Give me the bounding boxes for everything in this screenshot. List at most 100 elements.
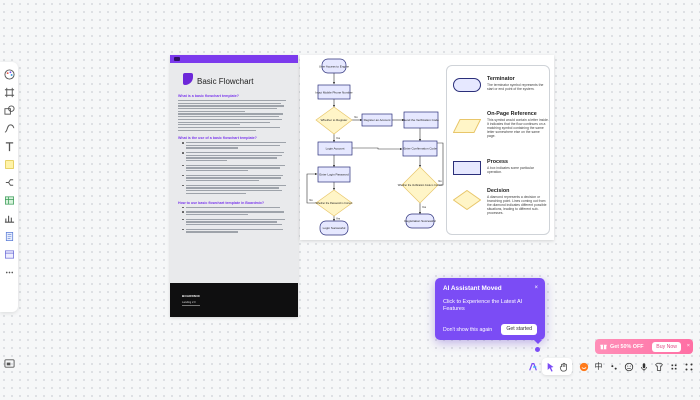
chart-icon[interactable] <box>3 212 15 224</box>
process-shape-icon <box>453 161 481 175</box>
dont-show-again-link[interactable]: Don't show this again <box>443 327 493 333</box>
login-success-terminator <box>319 220 349 236</box>
minimap-icon[interactable] <box>3 357 16 370</box>
node-label: Whether to Register <box>321 118 348 122</box>
footer-caption: Landing 2.0 <box>182 301 196 304</box>
legend-title: On-Page Reference <box>487 111 537 117</box>
edge-label-yes: Yes <box>422 205 427 209</box>
flow-nodes <box>315 58 439 236</box>
more-icon[interactable] <box>3 266 15 278</box>
tool-switcher <box>542 358 572 375</box>
gift-icon <box>600 343 607 350</box>
section-heading: How to use basic flowchart template in B… <box>178 200 265 205</box>
footer-brand: BOARDMIX <box>182 294 200 298</box>
edge-label-yes: Yes <box>336 217 341 221</box>
table-icon[interactable] <box>3 194 15 206</box>
promo-text: Get 50% OFF <box>610 343 644 350</box>
ai-assistant-icon[interactable] <box>527 361 538 372</box>
bullet-list <box>178 141 290 196</box>
get-started-button[interactable]: Get started <box>501 324 537 335</box>
mindmap-icon[interactable] <box>3 176 15 188</box>
promo-banner[interactable]: Get 50% OFF Buy Now × <box>595 339 693 354</box>
input-process <box>317 84 351 100</box>
legend-title: Process <box>487 159 508 165</box>
node-label: Send the Verification Code <box>403 118 439 122</box>
hand-icon[interactable] <box>558 361 569 372</box>
legend-description: A diamond represents a decision or branc… <box>487 195 547 216</box>
punctuation-icon[interactable] <box>608 361 619 372</box>
palette-icon[interactable] <box>3 68 15 80</box>
ai-assistant-popup: AI Assistant Moved × Click to Experience… <box>435 278 545 340</box>
start-terminator <box>321 58 347 74</box>
shape-icon[interactable] <box>3 104 15 116</box>
system-tray: 中 <box>578 361 694 372</box>
edge-label-no: No <box>309 198 313 202</box>
send-code-process <box>403 111 439 129</box>
document-header-bar <box>170 55 298 63</box>
ai-indicator-dot <box>535 347 540 352</box>
flowchart-diagram: User Access to Engine Input Mobile Phone… <box>306 58 444 236</box>
skin-icon[interactable] <box>653 361 664 372</box>
popup-body: Click to Experience the Latest AI Featur… <box>443 299 523 312</box>
buy-now-button[interactable]: Buy Now <box>652 341 681 352</box>
template-document[interactable]: Basic Flowchart What is a basic flowchar… <box>170 55 298 317</box>
brand-logo-icon <box>174 57 180 61</box>
enter-code-process <box>402 140 438 157</box>
emoji-icon[interactable] <box>623 361 634 372</box>
microphone-icon[interactable] <box>638 361 649 372</box>
legend-description: A box indicates some particular operatio… <box>487 166 534 175</box>
node-label: Enter Confirmation Code <box>403 147 436 151</box>
on-page-reference-shape-icon <box>453 119 481 133</box>
decision-shape-icon <box>453 190 481 210</box>
left-toolbar <box>0 62 18 312</box>
frame-icon[interactable] <box>3 86 15 98</box>
legend-item: Terminator The terminator symbol represe… <box>453 76 549 112</box>
terminator-shape-icon <box>453 78 481 92</box>
bullet-list <box>178 206 290 235</box>
decision-register <box>315 106 353 135</box>
document-icon[interactable] <box>3 230 15 242</box>
edge-label-yes: Yes <box>336 136 341 140</box>
node-label: Registration Successful <box>404 219 436 223</box>
flowchart-board[interactable]: User Access to Engine Input Mobile Phone… <box>300 55 554 240</box>
node-label: Login Account <box>326 147 345 151</box>
section-heading: What is a basic flowchart template? <box>178 94 239 98</box>
legend-item: Process A box indicates some particular … <box>453 159 549 195</box>
popup-title: AI Assistant Moved <box>443 285 502 292</box>
decision-password <box>315 189 353 217</box>
close-icon[interactable]: × <box>534 285 538 291</box>
node-label: User Access to Engine <box>319 65 350 69</box>
toolbox-icon[interactable] <box>668 361 679 372</box>
select-cursor-icon[interactable] <box>545 361 556 372</box>
registration-success-terminator <box>405 213 435 229</box>
node-label: Input Mobile Phone Number <box>315 91 352 95</box>
language-toggle[interactable]: 中 <box>594 362 603 371</box>
paragraph-block <box>178 100 290 131</box>
edge-label-no: No <box>354 115 358 119</box>
legend-title: Decision <box>487 188 510 194</box>
enter-password-process <box>317 166 351 183</box>
node-label: Login Successful <box>323 226 346 230</box>
node-label: Whether the Verification Code is Correct <box>398 184 443 187</box>
node-label: Whether the Password is Correct <box>316 202 353 205</box>
close-icon[interactable]: × <box>686 343 690 349</box>
input-method-icon[interactable] <box>578 361 589 372</box>
settings-grid-icon[interactable] <box>683 361 694 372</box>
edge-label-no: No <box>438 179 442 183</box>
flowchart-legend: Terminator The terminator symbol represe… <box>446 65 550 235</box>
flowchart-logo-icon <box>183 73 193 85</box>
document-body: Basic Flowchart What is a basic flowchar… <box>170 63 298 283</box>
document-footer: BOARDMIX Landing 2.0 <box>170 283 298 317</box>
legend-item: Decision A diamond represents a decision… <box>453 188 549 224</box>
legend-title: Terminator <box>487 76 515 82</box>
pen-icon[interactable] <box>3 122 15 134</box>
node-label: Enter Login Password <box>319 173 349 177</box>
template-icon[interactable] <box>3 248 15 260</box>
bottom-toolbar: 中 <box>527 357 695 376</box>
text-icon[interactable] <box>3 140 15 152</box>
register-process <box>361 113 393 127</box>
sticky-note-icon[interactable] <box>3 158 15 170</box>
legend-description: This symbol would contain a letter insid… <box>487 118 549 139</box>
login-account-process <box>317 141 353 156</box>
legend-description: The terminator symbol represents the sta… <box>487 83 544 92</box>
